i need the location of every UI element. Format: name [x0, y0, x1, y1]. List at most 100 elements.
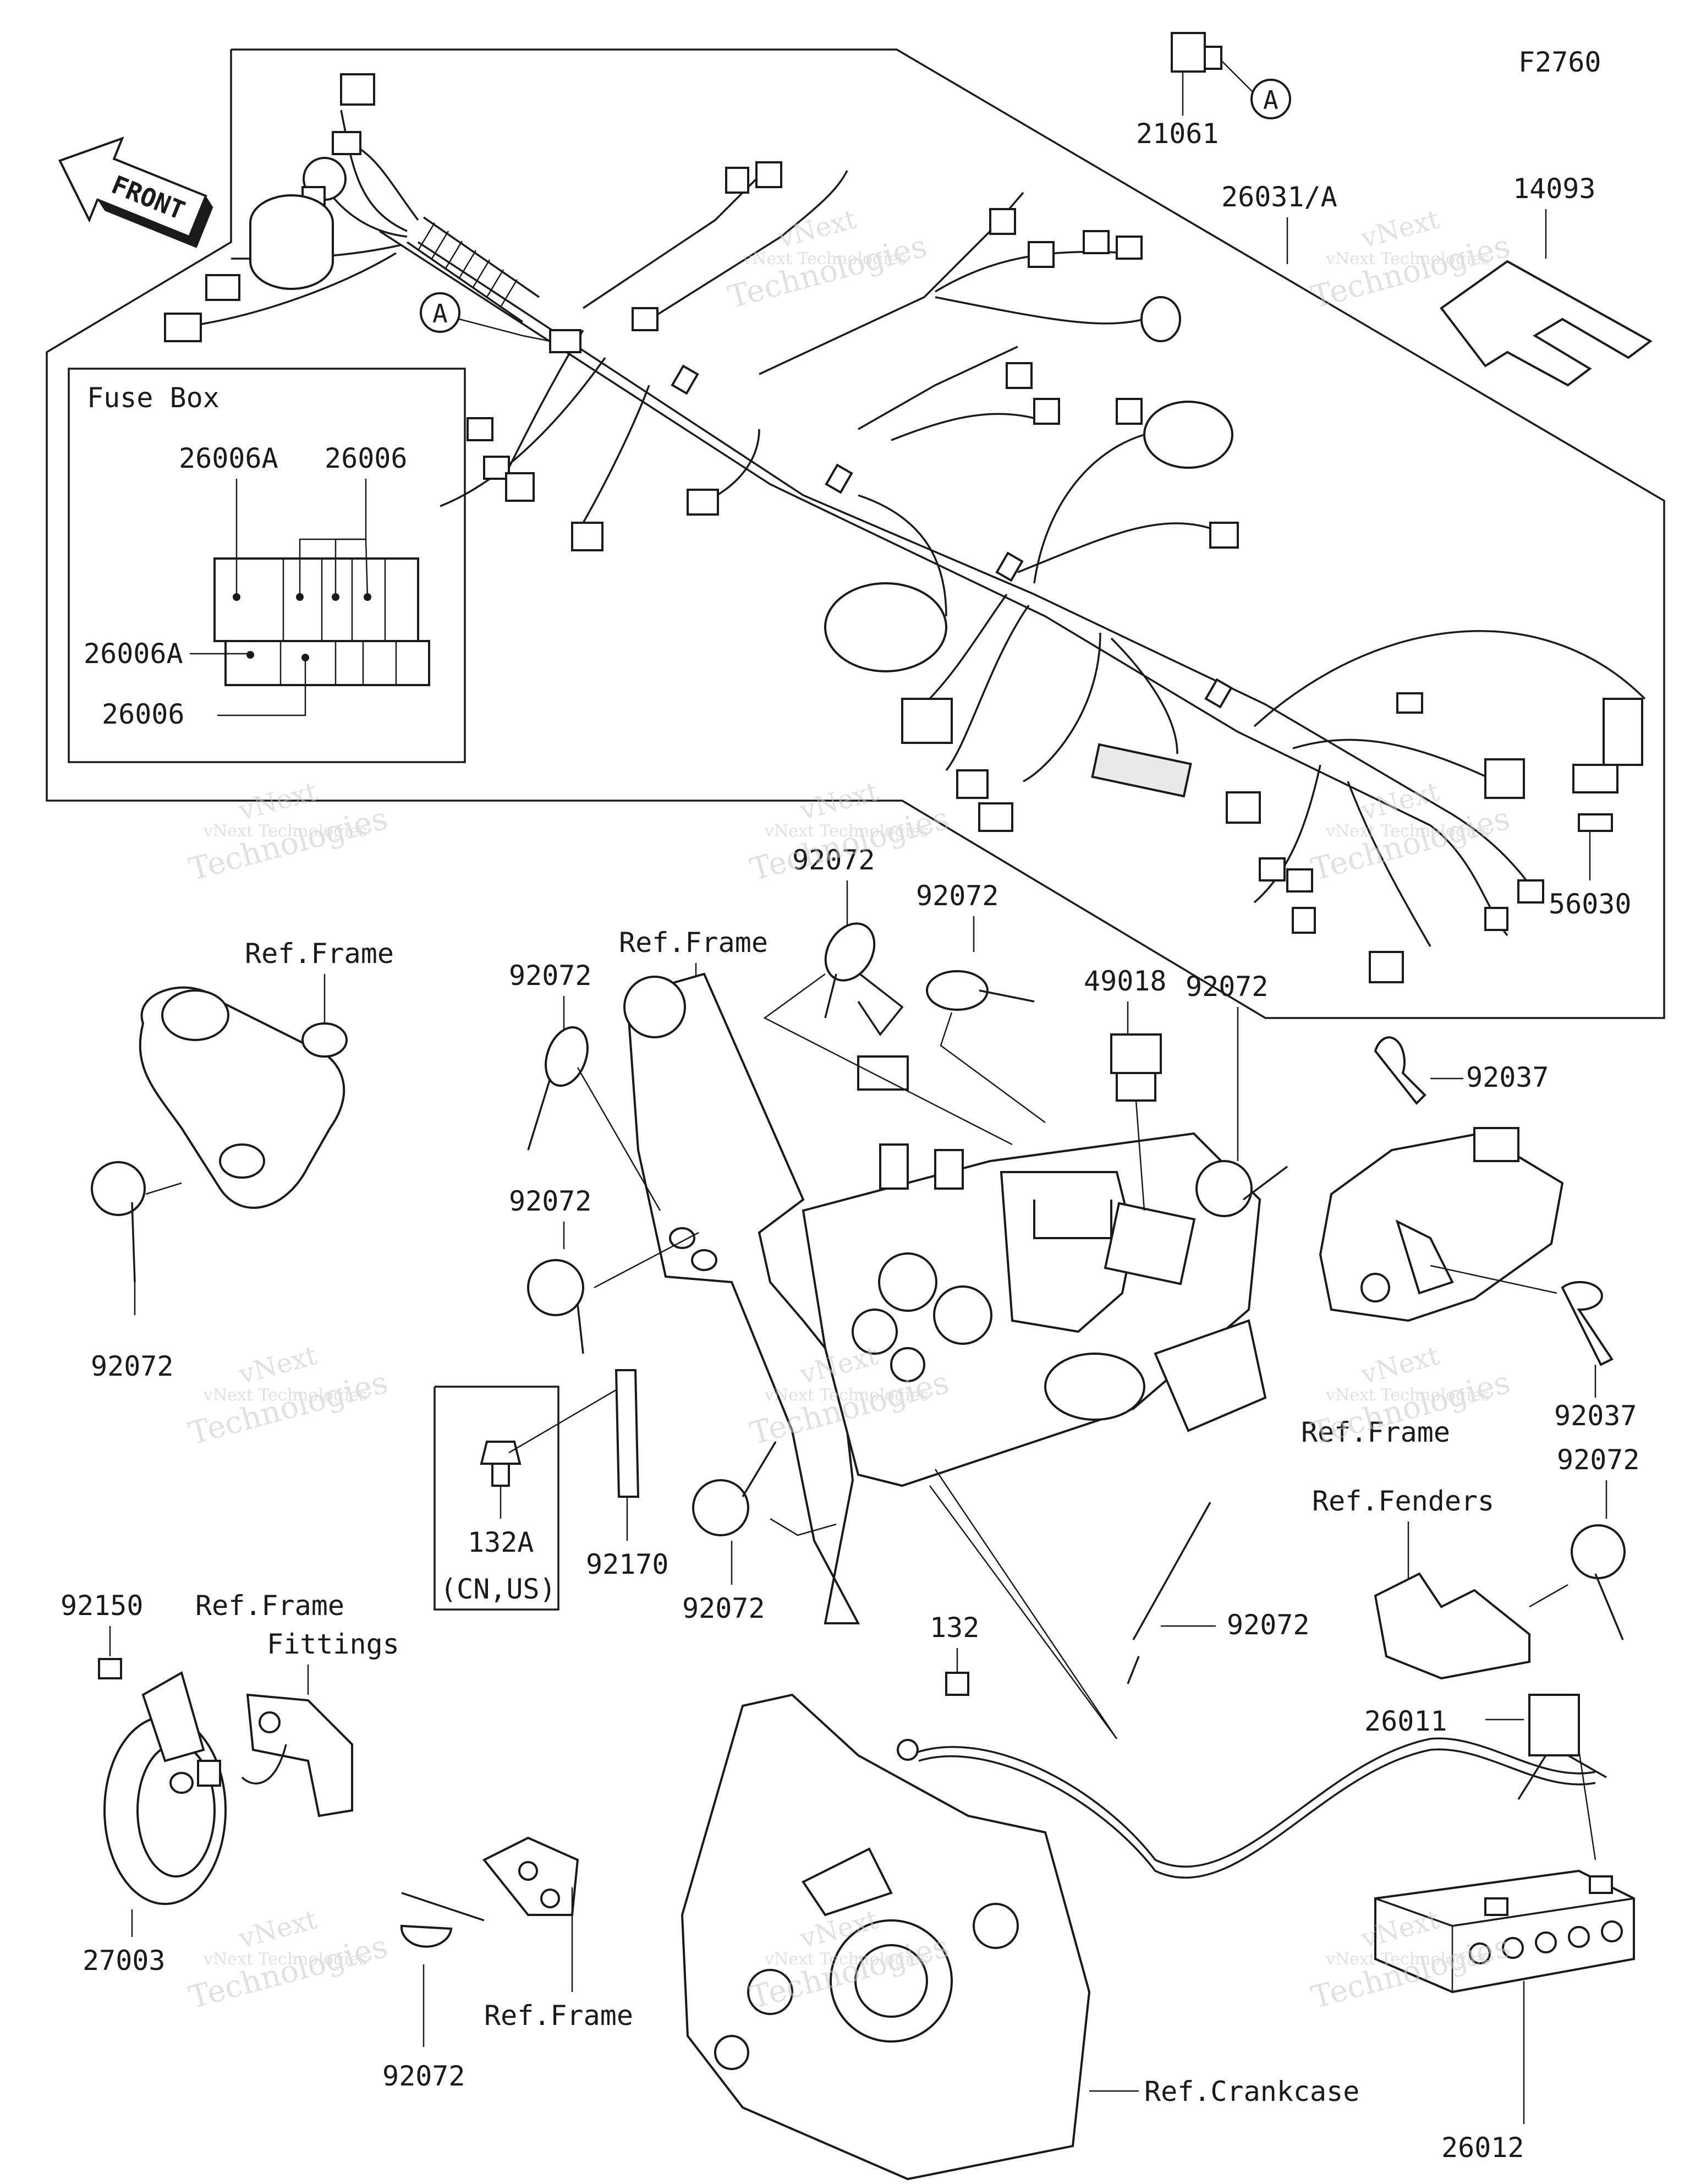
cable-tie-icon	[824, 922, 876, 982]
svg-text:vNext Technologies: vNext Technologies	[1325, 1386, 1490, 1405]
label-92037-a: 92037	[1466, 1061, 1549, 1093]
bolt-92150-icon	[98, 1658, 122, 1679]
ref-crankcase: Ref.Crankcase	[1144, 2076, 1359, 2108]
battery-group: 26012	[1374, 1869, 1635, 2164]
fuse-label-26006A-bottom: 26006A	[84, 638, 183, 670]
battery-26012-icon	[1374, 1869, 1635, 1994]
svg-text:vNext Technologies: vNext Technologies	[764, 1386, 929, 1405]
label-92072-g: 92072	[1186, 971, 1269, 1003]
cable-tie-icon	[400, 1924, 453, 1948]
harness-group-outline	[46, 48, 1665, 1019]
label-92072-d: 92072	[509, 960, 592, 992]
svg-text:vNext: vNext	[1358, 204, 1442, 254]
connector-icon	[205, 274, 240, 301]
coil-icon	[249, 194, 334, 290]
cable-tie-icon	[527, 1259, 584, 1316]
label-132A: 132A	[468, 1526, 534, 1558]
svg-text:vNext Technologies: vNext Technologies	[203, 1950, 367, 1969]
connector-icon	[632, 307, 659, 331]
frame-center-group: Ref.Frame	[619, 927, 1267, 1624]
svg-text:vNext Technologies: vNext Technologies	[1325, 249, 1490, 269]
svg-text:vNext: vNext	[235, 1904, 320, 1955]
frame-head-icon	[139, 986, 345, 1209]
label-92072-h: 92072	[1227, 1609, 1310, 1641]
label-56030: 56030	[1549, 888, 1632, 920]
cable-tie-icon	[1195, 1160, 1253, 1217]
ref-fenders: Ref.Fenders	[1312, 1485, 1494, 1517]
connector-icon	[571, 522, 603, 551]
fuse-label-26006-bottom: 26006	[102, 698, 185, 730]
plate-92170-icon	[614, 1369, 640, 1498]
crankcase-group: Ref.Crankcase	[681, 1693, 1359, 2181]
label-21061: 21061	[1136, 118, 1219, 150]
connector-icon	[978, 802, 1013, 832]
connector-icon	[1484, 907, 1508, 931]
fender-bracket-icon	[1374, 1572, 1530, 1680]
connector-icon	[164, 313, 202, 342]
svg-text:vNext Technologies: vNext Technologies	[203, 1386, 367, 1405]
ref-frame-center: Ref.Frame	[619, 927, 768, 959]
ref-frame-bottom: Ref.Frame	[484, 2000, 633, 2032]
connector-icon	[1369, 951, 1404, 983]
relay-49018-icon	[1110, 1033, 1162, 1074]
regulator-icon	[824, 582, 948, 672]
cable-tie-icon	[692, 1479, 749, 1536]
connector-icon	[956, 769, 989, 799]
part-14093-group: 14093	[1440, 173, 1653, 387]
fuse-box-title: Fuse Box	[87, 382, 220, 414]
ref-frame-left: Ref.Frame	[245, 938, 394, 970]
horn-relay-icon	[1143, 401, 1234, 469]
bolt-132-icon	[945, 1672, 969, 1696]
svg-text:vNext: vNext	[797, 776, 881, 826]
svg-text:vNext: vNext	[775, 204, 859, 254]
svg-text:A: A	[432, 299, 448, 329]
connector-icon	[483, 456, 510, 480]
frame-right-group: 92037 92037 Ref.Frame	[1301, 1036, 1637, 1448]
connector-icon	[467, 417, 493, 441]
cable-tie-92072-icon	[91, 1161, 146, 1216]
connector-icon	[1396, 692, 1423, 714]
label-132A-note: (CN,US)	[440, 1573, 556, 1605]
connector-icon	[1572, 764, 1618, 793]
plate-14093-icon	[1440, 260, 1653, 387]
connector-icon	[332, 131, 361, 155]
cable-tie-icon	[545, 1026, 589, 1087]
ref-frame-fittings-1: Ref.Frame	[195, 1590, 344, 1622]
connector-icon	[687, 489, 719, 516]
fuse-label-26006A-top: 26006A	[179, 442, 278, 474]
cable-ties-center: 92072 92072 92072 92072 92072 92072 9207…	[509, 844, 1310, 1739]
frame-bracket-icon	[1319, 1132, 1564, 1322]
part-132A-group: 132A (CN,US) 92170	[434, 1369, 669, 1611]
connector-icon	[1484, 758, 1525, 799]
ref-frame-fittings-2: Fittings	[267, 1628, 399, 1660]
label-27003: 27003	[83, 1945, 166, 1977]
convoluted-tube	[407, 216, 540, 323]
bolt-132A-icon	[480, 1441, 522, 1465]
label-92150: 92150	[61, 1590, 144, 1622]
spacer-56030-icon	[1578, 813, 1613, 832]
horn-group: 92150 27003	[61, 1590, 227, 1977]
connector-icon	[1286, 868, 1313, 893]
connector-icon	[1116, 398, 1143, 425]
connector-icon	[1226, 791, 1261, 824]
clamp-92037-icon	[1374, 1036, 1426, 1105]
connector-icon	[549, 329, 581, 353]
fuse-box-icon	[213, 557, 430, 686]
svg-text:vNext: vNext	[235, 776, 320, 826]
label-14093: 14093	[1513, 173, 1596, 205]
callout-a-harness: A	[420, 292, 551, 342]
svg-text:A: A	[1263, 85, 1279, 115]
connector-icon	[1517, 879, 1544, 904]
connector-icon	[1033, 398, 1060, 425]
connector-21061-icon	[1171, 32, 1206, 73]
label-92072-i: 92072	[1557, 1444, 1640, 1476]
connector-icon	[340, 73, 375, 106]
svg-text:vNext Technologies: vNext Technologies	[1325, 822, 1490, 841]
connector-icon	[1083, 230, 1110, 254]
fuse-box-connector-icon	[1603, 698, 1643, 766]
label-92072-f: 92072	[682, 1592, 765, 1624]
connector-icon	[725, 167, 749, 194]
label-92170: 92170	[586, 1548, 669, 1580]
svg-text:vNext Technologies: vNext Technologies	[742, 249, 907, 269]
